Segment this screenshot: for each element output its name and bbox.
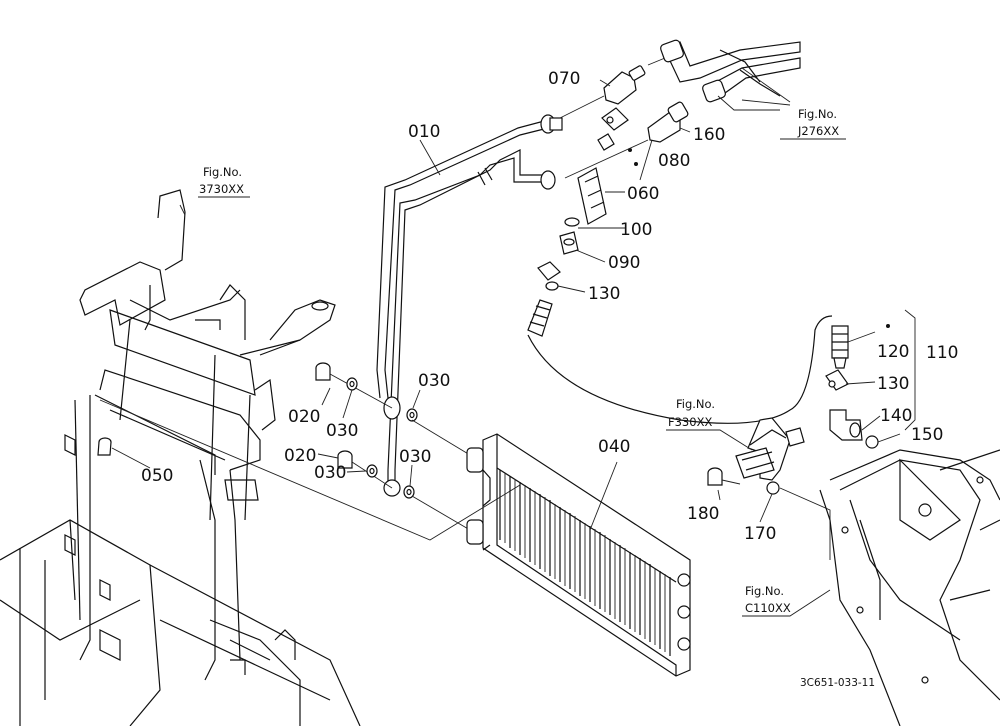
label-100: 100 — [620, 220, 652, 240]
label-040: 040 — [598, 437, 630, 457]
label-160: 160 — [693, 125, 725, 145]
fitting-160 — [564, 101, 689, 179]
fitting-080 — [597, 107, 653, 181]
label-180: 180 — [687, 504, 719, 524]
fig-ref-prefix: Fig.No. — [745, 584, 784, 598]
label-110: 110 — [926, 343, 958, 363]
elbow-140 — [829, 409, 863, 441]
fig-ref-3730xx[interactable]: Fig.No. 3730XX — [198, 165, 250, 198]
pipe-assembly-010 — [376, 114, 563, 497]
washer-030-lower — [366, 464, 378, 478]
support-bracket — [64, 189, 336, 681]
fig-ref-prefix: Fig.No. — [203, 165, 242, 179]
label-050: 050 — [141, 466, 173, 486]
label-030-d: 030 — [399, 447, 431, 467]
o-ring-150 — [865, 435, 879, 449]
label-010: 010 — [408, 122, 440, 142]
washer-030-upper — [346, 377, 358, 391]
bolt-020-upper — [315, 362, 393, 409]
fig-ref-c110xx[interactable]: Fig.No. C110XX — [742, 584, 831, 617]
fig-ref-number: F330XX — [668, 415, 712, 429]
fig-ref-prefix: Fig.No. — [676, 397, 715, 411]
drawing-code: 3C651-033-11 — [800, 677, 875, 689]
washer-030-right-upper — [406, 408, 471, 456]
label-030-a: 030 — [418, 371, 450, 391]
label-060: 060 — [627, 184, 659, 204]
label-080: 080 — [658, 151, 690, 171]
label-170: 170 — [744, 524, 776, 544]
label-030-c: 030 — [314, 463, 346, 483]
hose-fittings-j276 — [660, 39, 801, 111]
label-030-b: 030 — [326, 421, 358, 441]
label-150: 150 — [911, 425, 943, 445]
washer-030-right-lower — [403, 485, 471, 531]
bracket-170 — [735, 417, 831, 560]
bolt-050 — [97, 437, 151, 469]
chassis-frame — [0, 519, 361, 726]
transmission-case — [819, 449, 1000, 726]
label-020-a: 020 — [288, 407, 320, 427]
fig-ref-number: 3730XX — [199, 182, 244, 196]
clamp-130-lower — [825, 369, 849, 391]
adapter-090 — [559, 231, 579, 255]
label-090: 090 — [608, 253, 640, 273]
label-130-lower: 130 — [877, 374, 909, 394]
adapter-070 — [559, 57, 666, 119]
label-020-b: 020 — [284, 446, 316, 466]
bolt-180 — [707, 467, 741, 486]
clamp-130-upper — [537, 261, 561, 291]
fig-ref-f330xx[interactable]: Fig.No. F330XX — [666, 397, 753, 451]
hose-assembly-110 — [527, 299, 916, 431]
o-ring-100 — [564, 217, 580, 227]
fig-ref-prefix: Fig.No. — [798, 107, 837, 121]
label-130-upper: 130 — [588, 284, 620, 304]
oil-cooler-040 — [99, 399, 691, 677]
label-120: 120 — [877, 342, 909, 362]
fig-ref-number: C110XX — [745, 601, 791, 615]
fig-ref-number: J276XX — [797, 124, 839, 138]
fig-ref-j276xx[interactable]: Fig.No. J276XX — [780, 107, 846, 140]
label-070: 070 — [548, 69, 580, 89]
hose-060 — [577, 167, 607, 225]
leader-lines — [179, 67, 901, 531]
label-140: 140 — [880, 406, 912, 426]
